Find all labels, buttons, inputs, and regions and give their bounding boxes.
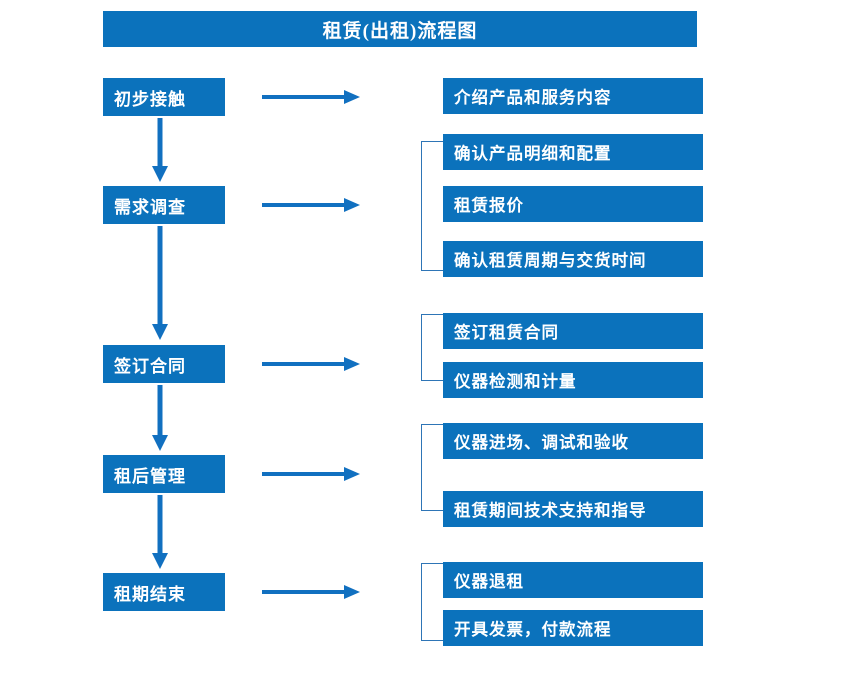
stage-box-初步接触[interactable]: 初步接触: [103, 78, 225, 116]
detail-box-开具发票付款流程[interactable]: 开具发票，付款流程: [443, 610, 703, 646]
detail-box-签订租赁合同[interactable]: 签订租赁合同: [443, 313, 703, 349]
group-bracket-租期结束: [421, 563, 443, 641]
detail-box-确认产品明细和配置[interactable]: 确认产品明细和配置: [443, 134, 703, 170]
arrow-right-icon-4: [262, 464, 362, 484]
detail-box-介绍产品和服务内容[interactable]: 介绍产品和服务内容: [443, 78, 703, 114]
stage-box-租后管理[interactable]: 租后管理: [103, 455, 225, 493]
arrow-down-icon-2: [148, 226, 172, 342]
detail-box-确认租赁周期与交货时间[interactable]: 确认租赁周期与交货时间: [443, 241, 703, 277]
arrow-right-icon-5: [262, 582, 362, 602]
detail-box-租赁报价[interactable]: 租赁报价: [443, 186, 703, 222]
arrow-right-icon-3: [262, 354, 362, 374]
stage-box-需求调查[interactable]: 需求调查: [103, 186, 225, 224]
group-bracket-需求调查: [421, 141, 443, 271]
detail-box-仪器进场调试和验收[interactable]: 仪器进场、调试和验收: [443, 423, 703, 459]
group-bracket-签订合同: [421, 314, 443, 381]
detail-box-仪器退租[interactable]: 仪器退租: [443, 562, 703, 598]
arrow-down-icon-1: [148, 118, 172, 184]
stage-box-租期结束[interactable]: 租期结束: [103, 573, 225, 611]
arrow-down-icon-4: [148, 495, 172, 571]
arrow-down-icon-3: [148, 385, 172, 453]
page-title: 租赁(出租)流程图: [103, 11, 697, 47]
group-bracket-租后管理: [421, 424, 443, 511]
arrow-right-icon-2: [262, 195, 362, 215]
detail-box-租赁期间技术支持和指导[interactable]: 租赁期间技术支持和指导: [443, 491, 703, 527]
detail-box-仪器检测和计量[interactable]: 仪器检测和计量: [443, 362, 703, 398]
stage-box-签订合同[interactable]: 签订合同: [103, 345, 225, 383]
arrow-right-icon-1: [262, 87, 362, 107]
